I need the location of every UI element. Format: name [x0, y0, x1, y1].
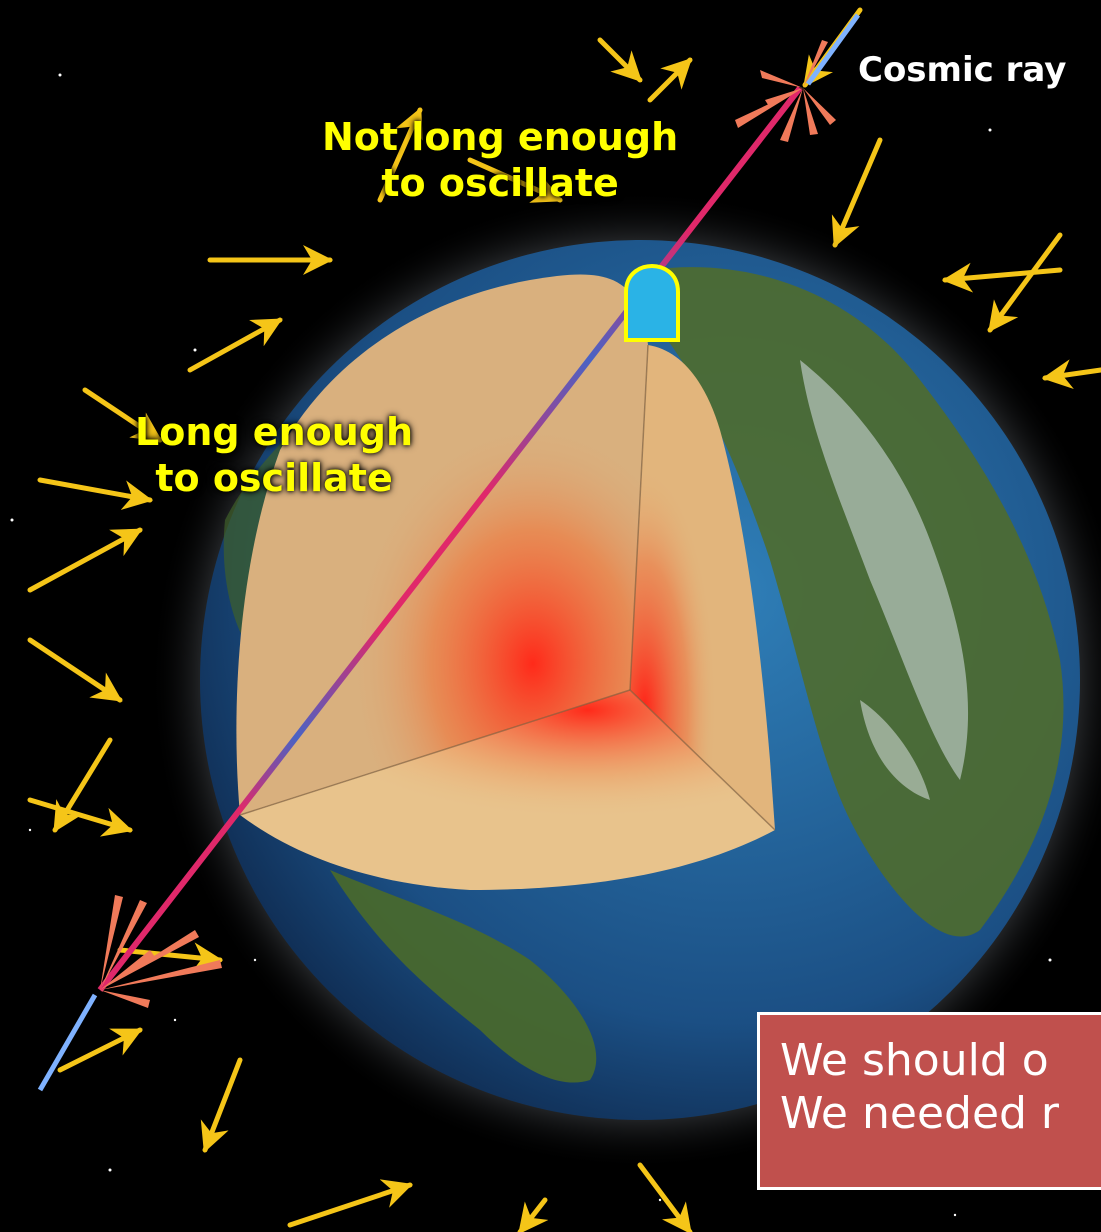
cosmic-ray-incoming-top [805, 13, 861, 86]
cosmic-ray-shower-top [735, 40, 836, 142]
cosmic-ray-label: Cosmic ray [858, 50, 1067, 90]
callout-line2: We needed r [780, 1087, 1060, 1139]
not-long-enough-line2: to oscillate [381, 161, 619, 206]
neutrino-arrows [27, 7, 1101, 1232]
long-enough-line1: Long enough [135, 410, 414, 454]
detector-icon [624, 263, 680, 342]
neutrino-track [97, 86, 803, 992]
long-enough-label: Long enough to oscillate [135, 409, 413, 502]
cosmic-ray-incoming-bottom [37, 993, 98, 1092]
callout-line1: We should o [780, 1035, 1049, 1086]
not-long-enough-line1: Not long enough [322, 115, 679, 159]
long-enough-line2: to oscillate [155, 456, 393, 501]
not-long-enough-label: Not long enough to oscillate [322, 114, 678, 207]
callout-box: We should o We needed r [757, 1012, 1101, 1190]
cosmic-ray-shower-bottom [100, 895, 222, 1008]
